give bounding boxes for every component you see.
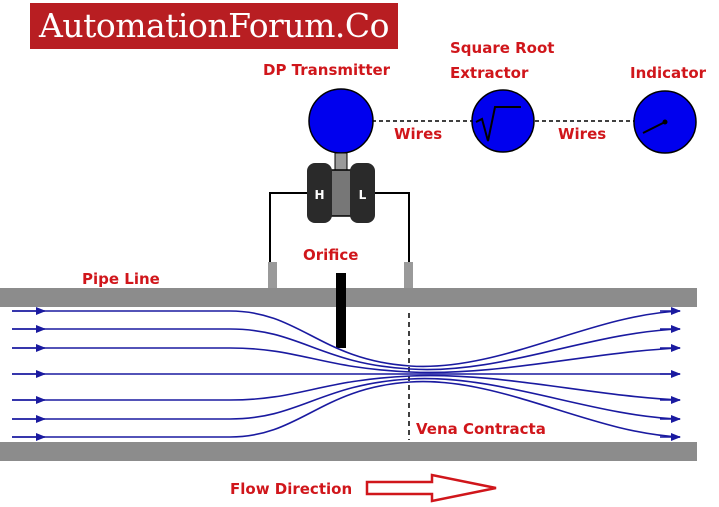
flow-direction-arrow-icon [365, 473, 497, 503]
low-pressure-capsule [350, 163, 375, 223]
square-root-extractor [471, 89, 535, 153]
gauge-needle-icon [642, 121, 666, 134]
pipe-line-label: Pipe Line [82, 270, 160, 288]
gauge-pivot [662, 119, 668, 125]
low-pressure-tap [404, 262, 413, 288]
brand-logo: AutomationForum.Co [30, 3, 398, 49]
orifice-label: Orifice [303, 246, 358, 264]
streamline-5 [12, 374, 681, 401]
dp-transmitter-body [327, 169, 355, 217]
pipe-bottom-wall [0, 442, 697, 461]
streamline-6 [12, 377, 681, 420]
wires-label-right: Wires [558, 125, 606, 143]
streamline-7 [12, 380, 681, 438]
outlet-arrows [660, 307, 681, 441]
pipe-top-wall [0, 288, 697, 307]
square-root-icon [475, 106, 521, 142]
high-port-label: H [314, 188, 324, 202]
high-pressure-capsule [307, 163, 332, 223]
square-root-label-line2: Extractor [450, 64, 529, 82]
inlet-arrows [12, 307, 46, 441]
orifice-plate [336, 273, 346, 348]
high-impulse-line [269, 192, 307, 262]
streamline-3 [12, 347, 681, 374]
low-port-label: L [359, 188, 367, 202]
high-pressure-tap [268, 262, 277, 288]
low-impulse-line [375, 192, 410, 262]
streamline-2 [12, 328, 681, 371]
dp-transmitter-neck [334, 152, 348, 171]
flow-direction-label: Flow Direction [230, 480, 352, 498]
dp-transmitter-head [308, 88, 374, 154]
square-root-label-line1: Square Root [450, 39, 554, 57]
flow-streamlines [12, 310, 681, 438]
dp-transmitter-label: DP Transmitter [263, 61, 391, 79]
vena-contracta-label: Vena Contracta [416, 420, 546, 438]
wires-label-left: Wires [394, 125, 442, 143]
streamline-1 [12, 310, 681, 368]
indicator-label: Indicator [630, 64, 707, 82]
